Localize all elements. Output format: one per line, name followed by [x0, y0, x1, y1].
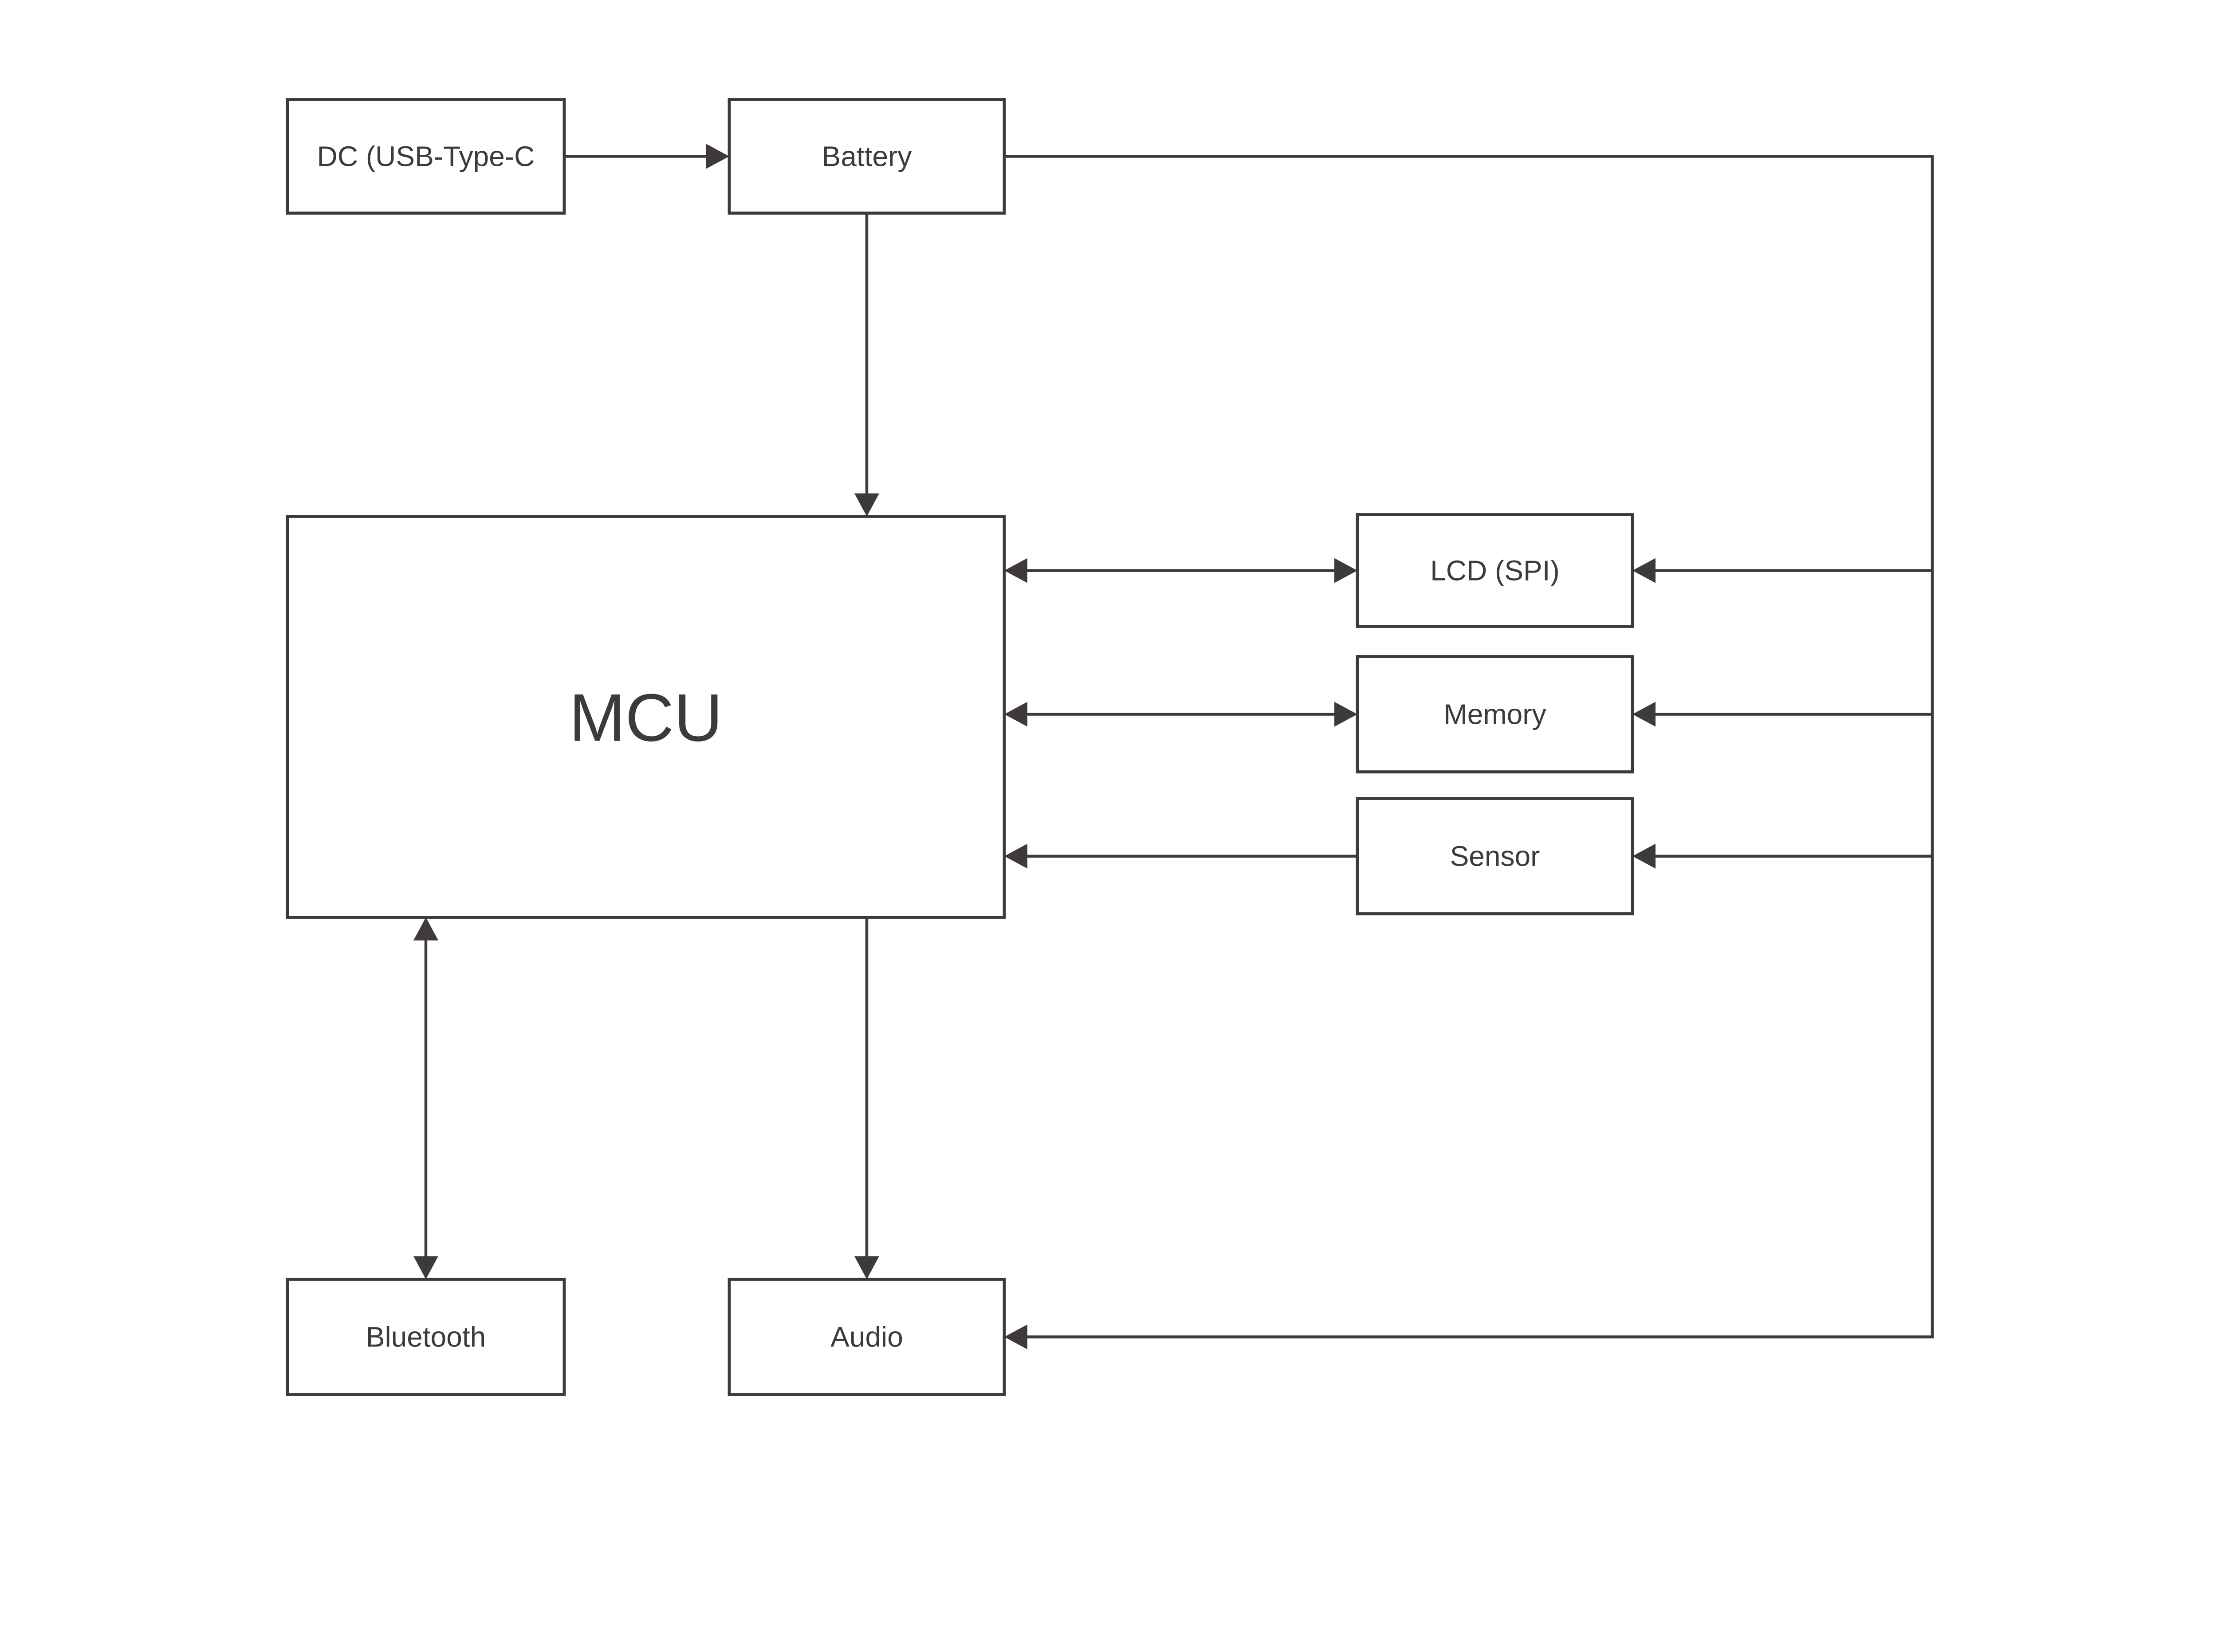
audio-label: Audio	[830, 1321, 903, 1353]
arrowhead-into-audio-top	[854, 1256, 879, 1279]
mcu-box	[286, 515, 1006, 919]
arrowhead-into-mcu-lcd-row	[1004, 558, 1027, 583]
node-sensor: Sensor	[1356, 797, 1634, 915]
dc-power-box	[286, 98, 566, 215]
arrowhead-into-battery	[706, 144, 729, 169]
arrowhead-into-lcd-left	[1334, 558, 1357, 583]
node-memory: Memory	[1356, 655, 1634, 773]
memory-label: Memory	[1443, 698, 1546, 730]
node-mcu: MCU	[286, 515, 1006, 919]
battery-box	[728, 98, 1006, 215]
arrowhead-into-mcu-top	[854, 493, 879, 517]
dc-power-label: DC (USB-Type-C	[317, 141, 535, 173]
sensor-box	[1356, 797, 1634, 915]
arrowhead-into-mcu-memory-row	[1004, 702, 1027, 727]
edges	[413, 144, 1934, 1350]
memory-box	[1356, 655, 1634, 773]
arrowhead-into-audio-right	[1004, 1324, 1027, 1350]
node-audio: Audio	[728, 1278, 1006, 1396]
arrowhead-into-mcu-bottom	[413, 917, 438, 941]
node-bluetooth: Bluetooth	[286, 1278, 566, 1396]
arrowhead-into-sensor-right	[1632, 844, 1656, 869]
arrowhead-into-mcu-sensor-row	[1004, 844, 1027, 869]
arrowhead-into-memory-right	[1632, 702, 1656, 727]
arrowhead-into-lcd-right	[1632, 558, 1656, 583]
bluetooth-box	[286, 1278, 566, 1396]
sensor-label: Sensor	[1450, 840, 1540, 872]
node-battery: Battery	[728, 98, 1006, 215]
battery-label: Battery	[822, 141, 912, 173]
arrowhead-into-memory-left	[1334, 702, 1357, 727]
nodes: DC (USB-Type-C Battery MCU LCD (SPI) Mem…	[286, 98, 1634, 1396]
lcd-label: LCD (SPI)	[1430, 555, 1560, 587]
mcu-label: MCU	[569, 680, 723, 756]
bluetooth-label: Bluetooth	[366, 1321, 486, 1353]
node-lcd: LCD (SPI)	[1356, 513, 1634, 628]
edge-battery-bus-audio	[1004, 155, 1934, 1338]
node-dc-power: DC (USB-Type-C	[286, 98, 566, 215]
arrowhead-into-bluetooth-top	[413, 1256, 438, 1279]
audio-box	[728, 1278, 1006, 1396]
lcd-box	[1356, 513, 1634, 628]
